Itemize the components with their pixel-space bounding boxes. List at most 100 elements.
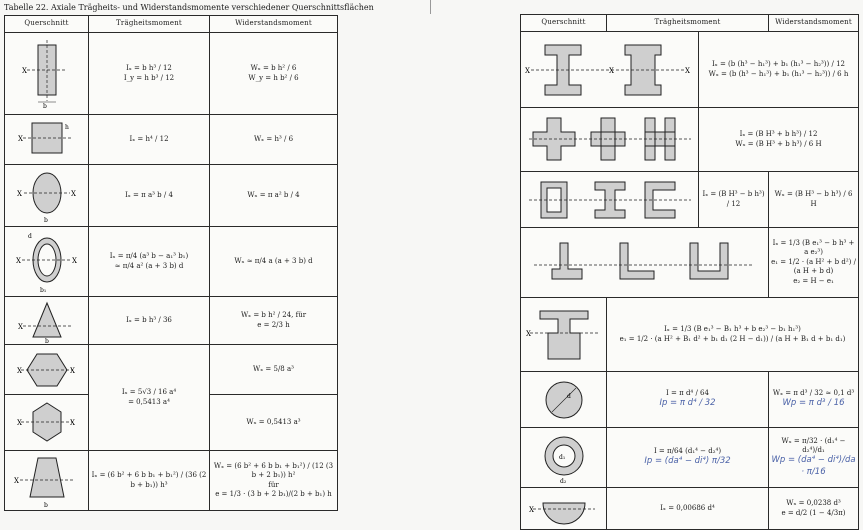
triangle-icon: Xb (18, 301, 71, 343)
header-moment-of-inertia: Trägheitsmoment (605, 14, 770, 32)
svg-text:X: X (70, 367, 75, 375)
handwritten-note: Wp = π d³ / 16 (782, 398, 845, 409)
ellipse-icon: X X b (17, 172, 76, 224)
inertia-cell: Iₓ = 0,00686 d⁴ (605, 487, 770, 530)
inertia-cell: Iₓ = 5√3 / 16 a⁴ = 0,5413 a⁴ (88, 344, 210, 451)
cross-section-figure (520, 107, 699, 172)
table-row: Iₓ = (B H³ − b h³) / 12 Wₓ = (B H³ − b h… (520, 171, 860, 228)
cross-section-figure: X X b₁ d (4, 226, 89, 297)
circle-icon: d (545, 381, 582, 418)
header-section-modulus: Widerstandsmoment (768, 14, 860, 32)
inertia-cell: Iₓ = π a³ b / 4 (88, 164, 210, 227)
inertia-cell: Iₓ = b h³ / 36 (88, 296, 210, 345)
cross-section-figure: X (520, 297, 607, 372)
svg-text:X: X (525, 67, 530, 75)
table-row: Iₓ = (B H³ + b h³) / 12 Wₓ = (B H³ + b h… (520, 107, 860, 172)
modulus-cell: Wₓ = 0,0238 d³ e = d/2 (1 − 4/3π) (768, 487, 860, 530)
inertia-cell: Iₓ = b h³ / 12 I_y = h b³ / 12 (88, 32, 210, 115)
tall-rectangle-icon: Xb (22, 39, 67, 109)
cross-section-figure: X X b (4, 164, 89, 227)
square-icon: Xh (18, 122, 71, 153)
left-header-row: Querschnitt Trägheitsmoment Widerstandsm… (4, 15, 338, 33)
modulus-cell: Wₓ = (6 b² + 6 b b₁ + b₁²) / (12 (3 b + … (209, 450, 338, 511)
cross-section-figure (519, 227, 770, 298)
inertia-cell: Iₓ = π/4 (a³ b − a₁³ b₁) ≈ π/4 a² (a + 3… (88, 226, 210, 297)
modulus-cell: Wₓ = π d³ / 32 ≈ 0,1 d³ Wp = π d³ / 16 (768, 371, 860, 428)
trapezoid-icon: Xb (14, 457, 74, 509)
page-gutter-mark (430, 0, 431, 14)
svg-text:d₁: d₁ (559, 454, 565, 461)
header-moment-of-inertia: Trägheitsmoment (88, 15, 210, 33)
inertia-cell: Iₓ = (6 b² + 6 b b₁ + b₁²) / (36 (2 b + … (88, 450, 210, 511)
table-row: X Iₓ = 0,00686 d⁴ Wₓ = 0,0238 d³ e = d/2… (520, 487, 860, 530)
compound-section-icon: X (526, 310, 598, 359)
modulus-cell: Wₓ = 5/8 a³ (209, 344, 338, 395)
elliptic-ring-icon: X X b₁ d (16, 233, 77, 294)
svg-text:X: X (71, 190, 76, 198)
inertia-cell: Iₓ = (B H³ − b h³) / 12 (697, 171, 770, 228)
header-cross-section: Querschnitt (4, 15, 89, 33)
modulus-cell: Wₓ = b h² / 24, für e = 2/3 h (209, 296, 338, 345)
handwritten-note: Ip = π d⁴ / 32 (659, 398, 716, 409)
svg-text:X: X (70, 419, 75, 427)
modulus-cell: Wₓ = 0,5413 a³ (209, 394, 338, 451)
header-section-modulus: Widerstandsmoment (209, 15, 338, 33)
inertia-cell: I = π/64 (d₁⁴ − d₂⁴) Ip = (da⁴ − di⁴) π/… (605, 427, 770, 488)
svg-text:X: X (72, 257, 77, 265)
svg-text:X: X (18, 323, 23, 331)
svg-text:X: X (18, 135, 23, 143)
table-row: d₁ d₂ I = π/64 (d₁⁴ − d₂⁴) Ip = (da⁴ − di… (520, 427, 860, 488)
svg-text:X: X (17, 190, 22, 198)
svg-text:X: X (16, 257, 21, 265)
svg-text:b: b (43, 103, 47, 109)
right-header-row: Querschnitt Trägheitsmoment Widerstandsm… (520, 14, 860, 32)
semicircle-icon: X (529, 502, 595, 524)
svg-text:d₂: d₂ (560, 478, 567, 484)
svg-text:b: b (44, 502, 48, 509)
inertia-cell: I = π d⁴ / 64 Ip = π d⁴ / 32 (605, 371, 770, 428)
left-table: Querschnitt Trägheitsmoment Widerstandsm… (4, 15, 338, 511)
svg-text:b: b (44, 217, 48, 224)
modulus-cell: Wₓ = (B H³ − b h³) / 6 H (768, 171, 860, 228)
modulus-cell: Wₓ ≈ π/4 a (a + 3 b) d (209, 226, 338, 297)
cross-shapes-icon (528, 117, 691, 160)
handwritten-note: Wp = (da⁴ − di⁴)/da · π/16 (771, 455, 856, 477)
modulus-cell: Wₓ = π/32 · (d₁⁴ − d₂⁴)/d₁ Wp = (da⁴ − d… (768, 427, 860, 488)
cross-section-figure (520, 171, 699, 228)
inertia-cell: Iₓ = h⁴ / 12 (88, 114, 210, 165)
svg-text:d: d (567, 393, 571, 400)
svg-text:X: X (17, 367, 22, 375)
cross-section-figure: X (520, 487, 607, 530)
cross-section-figure: d (520, 371, 607, 428)
svg-text:X: X (22, 67, 27, 75)
modulus-cell: Wₓ = h³ / 6 (209, 114, 338, 165)
svg-text:X: X (14, 477, 19, 485)
table-title: Tabelle 22. Axiale Trägheits- und Widers… (4, 3, 374, 12)
svg-text:h: h (65, 124, 69, 131)
svg-text:X: X (529, 506, 534, 514)
table-row: X Iₓ = 1/3 (B e₁³ − B₁ h³ + b e₂³ − b₁ h… (520, 297, 860, 372)
svg-text:X: X (17, 419, 22, 427)
formula-cell: Iₓ = 1/3 (B e₁³ − B₁ h³ + b e₂³ − b₁ h₁³… (605, 297, 860, 372)
formula-cell: Iₓ = 1/3 (B e₁³ − b h³ + a e₂³) e₁ = 1/2… (768, 227, 860, 298)
svg-text:d: d (28, 233, 32, 240)
svg-text:X: X (526, 330, 531, 338)
hollow-box-sections-icon (528, 181, 691, 218)
svg-text:b₁: b₁ (40, 287, 46, 294)
modulus-cell: Wₓ = π a² b / 4 (209, 164, 338, 227)
svg-text:X: X (685, 67, 690, 75)
